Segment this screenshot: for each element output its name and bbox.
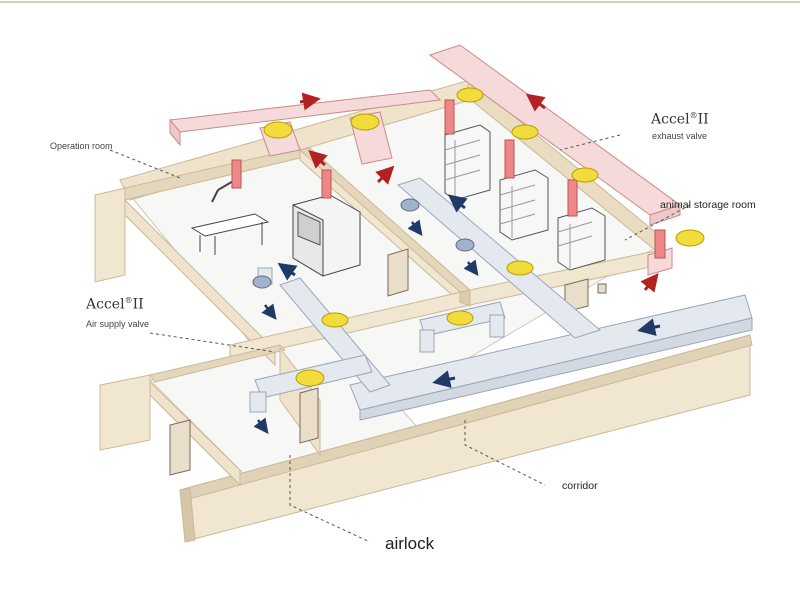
air-supply-valve-label: Air supply valve [86, 319, 150, 329]
airlock-left-wall [99, 374, 151, 451]
exhaust-arrow-icon [299, 92, 321, 111]
exhaust-arrow-icon [308, 149, 328, 169]
door-icon [299, 387, 319, 444]
left-wall-end [94, 187, 126, 283]
door-icon [387, 248, 409, 297]
valve-icon [263, 121, 293, 139]
operating-table [190, 213, 270, 237]
valve-icon [295, 369, 325, 387]
wall-switch [597, 283, 607, 294]
door-icon [169, 419, 191, 476]
exhaust-arrow-icon [375, 165, 395, 185]
supply-arrow-icon [261, 303, 277, 320]
valve-icon [321, 312, 349, 328]
exhaust-drop [654, 229, 666, 259]
airlock-top-wall [149, 344, 286, 383]
exhaust-drop [321, 169, 332, 199]
leader-lines [109, 134, 691, 543]
exhaust-arrow-icon [525, 93, 546, 112]
exhaust-drop [567, 179, 578, 217]
valve-icon [675, 229, 705, 247]
supply-arrow-icon [637, 318, 661, 336]
valve-icon [571, 167, 599, 183]
corridor-label: corridor [562, 480, 598, 492]
supply-arrow-icon [432, 370, 456, 388]
accel-brand-left: Accel®II [86, 296, 144, 313]
valve-icon [456, 87, 484, 103]
wall-corner [459, 289, 471, 307]
operation-room-label: Operation room [50, 141, 113, 151]
valve-icon [446, 310, 474, 326]
exhaust-drop [504, 139, 515, 179]
supply-arrow-icon [447, 194, 468, 213]
exhaust-arrow-icon [640, 272, 659, 293]
cage-rack-icon [444, 124, 491, 201]
airlock-inner-wall [149, 380, 241, 487]
supply-arrow-icon [253, 417, 269, 434]
supply-duct-storage [396, 177, 602, 339]
valve-icon [350, 113, 380, 131]
valve-icon [506, 260, 534, 276]
exhaust-drop [231, 159, 242, 189]
operation-room-side-wall [124, 198, 276, 367]
supply-arrow-icon [277, 262, 298, 281]
exhaust-valve-label: exhaust valve [652, 131, 708, 141]
exhaust-drop [444, 99, 455, 135]
valve-icon [511, 124, 539, 140]
animal-storage-room-label: animal storage room [660, 199, 756, 211]
airlock-label: airlock [385, 534, 435, 553]
cage-rack-icon [557, 207, 606, 271]
corridor-wall-end [179, 487, 196, 543]
cage-rack-icon [499, 169, 549, 241]
supply-arrow-icon [407, 219, 423, 236]
accel-brand-top: Accel®II [651, 111, 709, 128]
supply-arrow-icon [463, 259, 479, 276]
